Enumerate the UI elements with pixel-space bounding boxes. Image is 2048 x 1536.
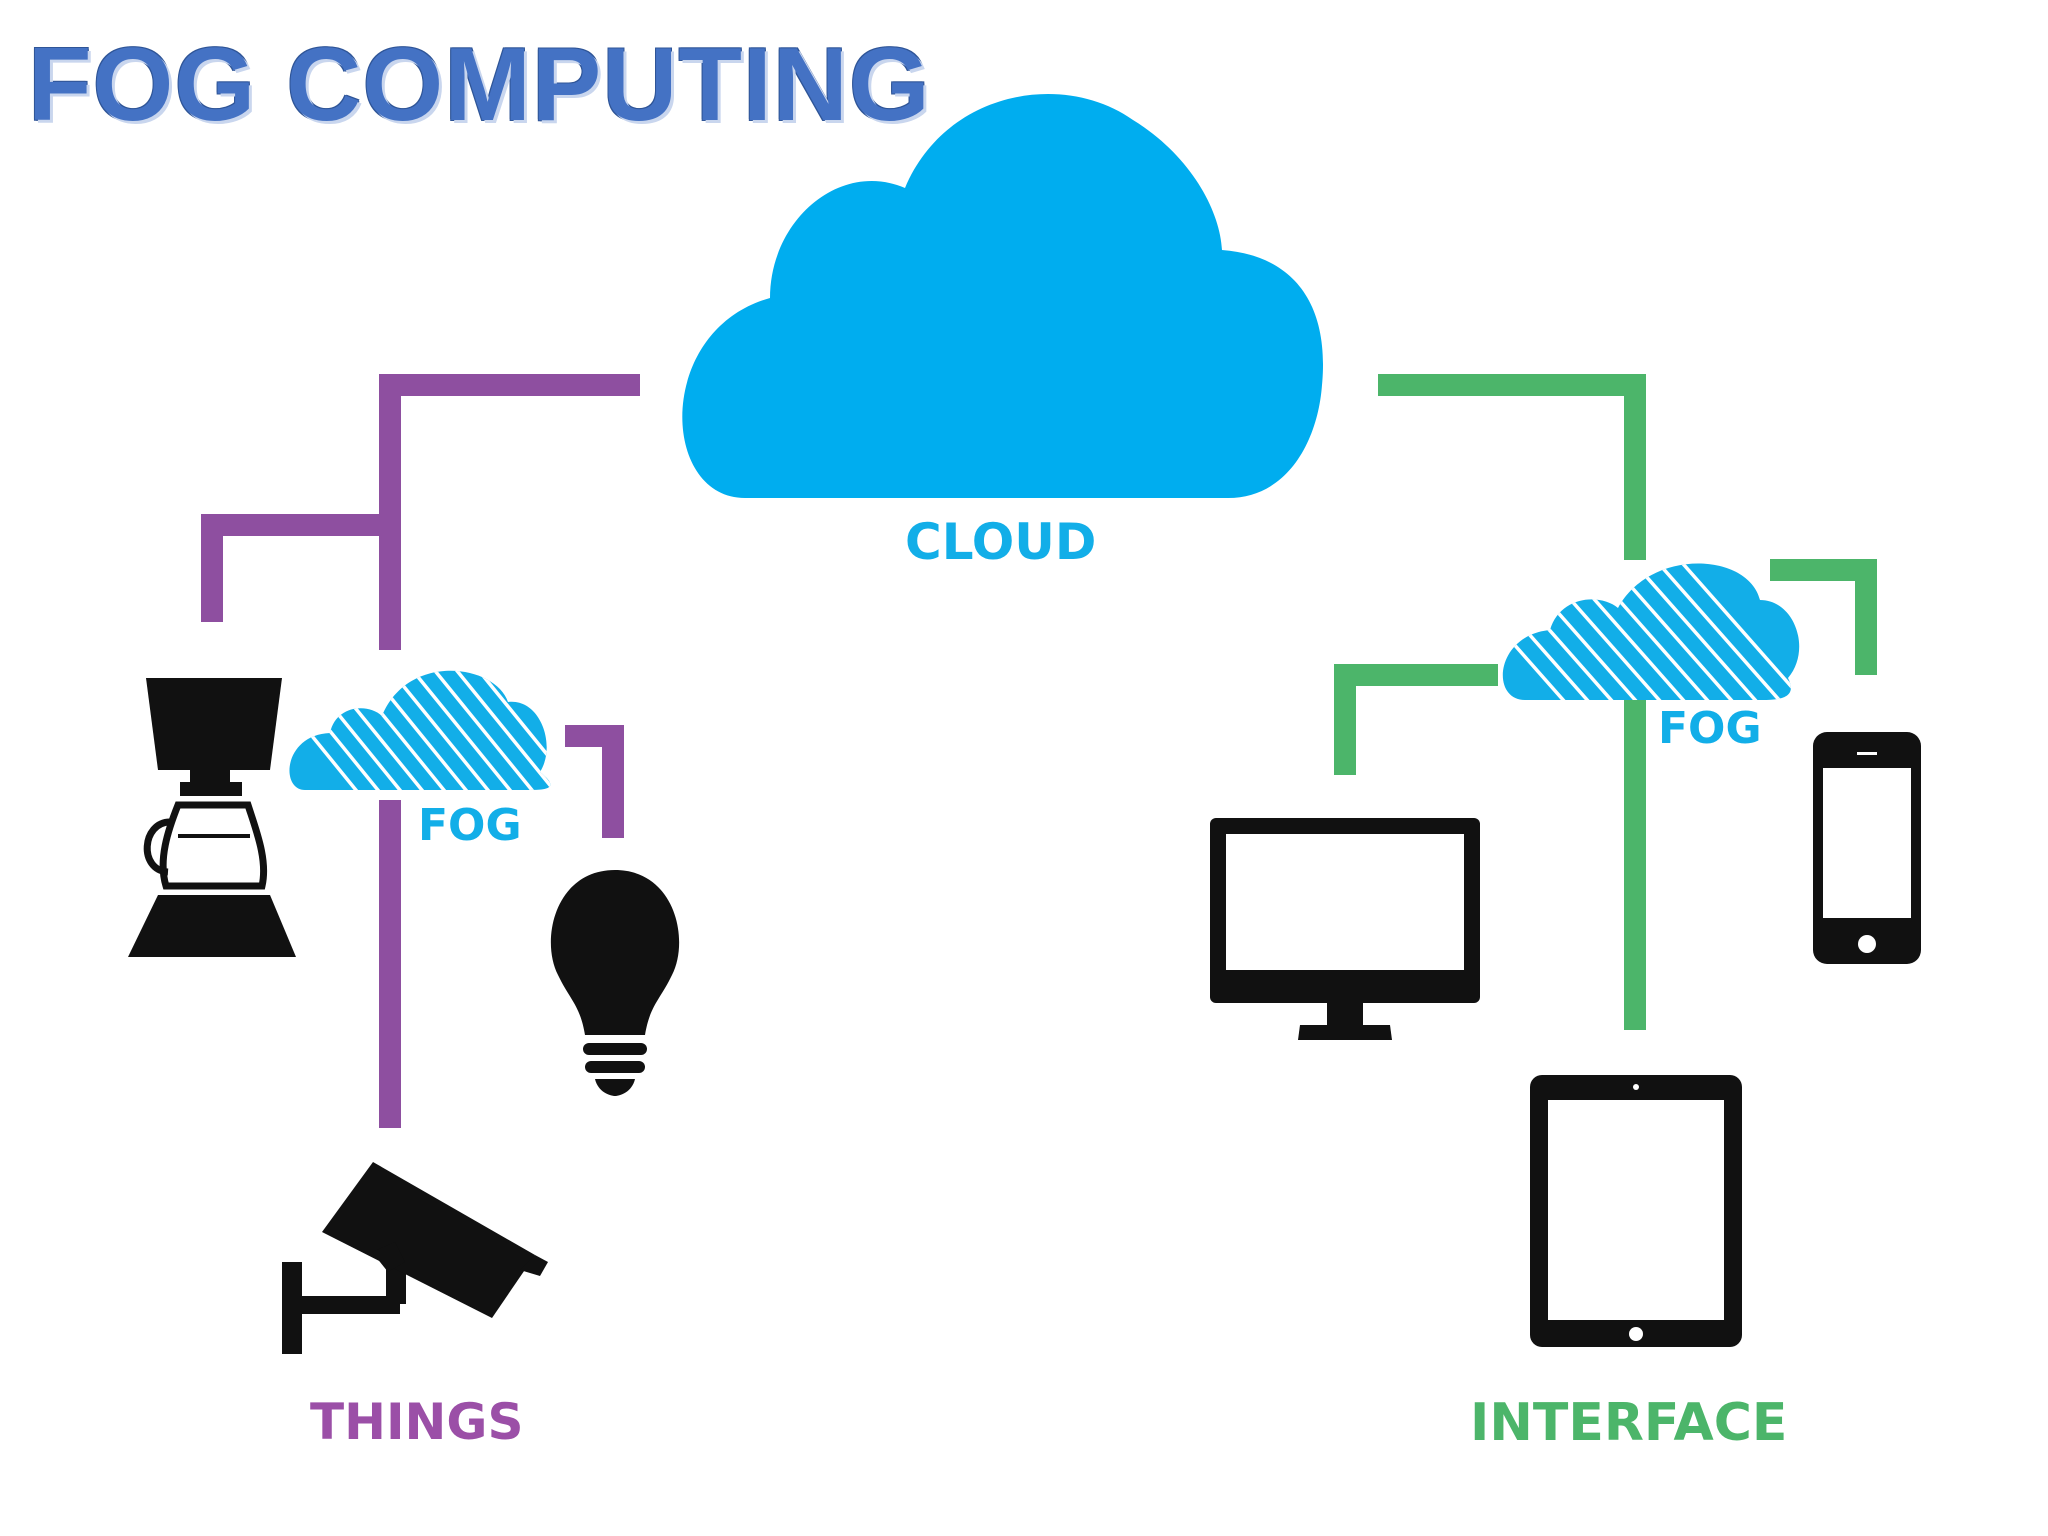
desktop-monitor-icon bbox=[1210, 818, 1480, 1040]
interface-label: INTERFACE bbox=[1470, 1393, 1788, 1453]
smartphone-icon bbox=[1813, 732, 1921, 964]
things-label: THINGS bbox=[310, 1393, 524, 1451]
fog-label-right: FOG bbox=[1658, 703, 1762, 754]
coffee-maker-icon bbox=[128, 678, 296, 957]
cloud-label: CLOUD bbox=[905, 513, 1097, 571]
cloud-to-things-line bbox=[379, 374, 640, 650]
cloud-to-interface-line bbox=[1378, 374, 1646, 560]
fog-label-left: FOG bbox=[418, 800, 522, 851]
fog-to-monitor-line bbox=[1334, 664, 1498, 775]
tablet-icon bbox=[1530, 1075, 1742, 1347]
security-camera-icon bbox=[282, 1162, 548, 1354]
fog-to-bulb-line bbox=[565, 725, 624, 838]
fog-cloud-left-icon bbox=[289, 670, 551, 790]
things-connector-lines bbox=[201, 374, 640, 1128]
light-bulb-icon bbox=[550, 870, 680, 1096]
fog-to-phone-line bbox=[1770, 559, 1877, 675]
main-cloud-icon bbox=[682, 94, 1324, 499]
interface-connector-lines bbox=[1334, 374, 1877, 1030]
page-title: FOG COMPUTING bbox=[28, 27, 931, 143]
coffee-maker-branch-line bbox=[201, 514, 390, 622]
